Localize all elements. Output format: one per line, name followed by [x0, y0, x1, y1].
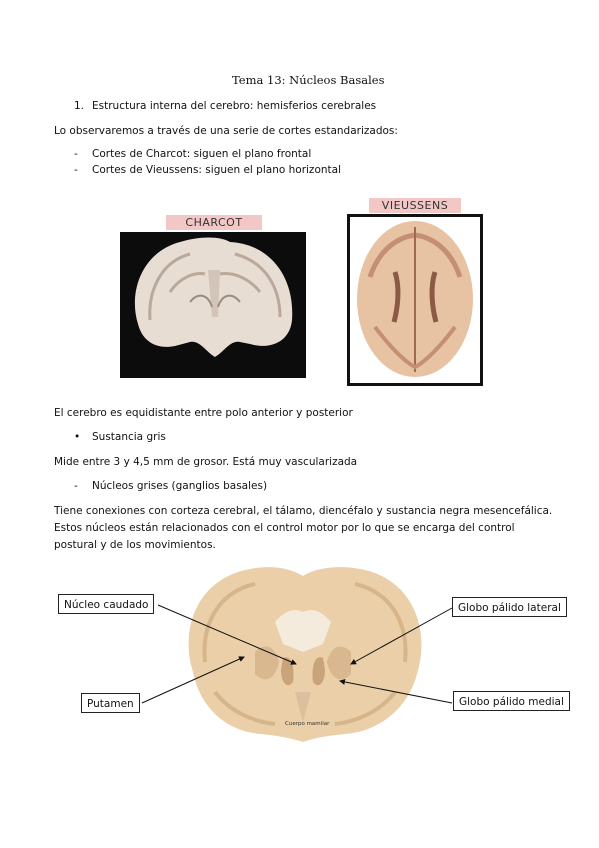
list-item: Sustancia gris [92, 431, 166, 443]
label-putamen: Putamen [81, 693, 140, 713]
basal-ganglia-image [175, 562, 433, 747]
paragraph: Mide entre 3 y 4,5 mm de grosor. Está mu… [54, 456, 358, 468]
label-globo-palido-medial: Globo pálido medial [453, 691, 570, 711]
vieussens-label: VIEUSSENS [369, 198, 461, 213]
label-nucleo-caudado: Núcleo caudado [58, 594, 155, 614]
vieussens-image [347, 214, 483, 386]
list-item: Cortes de Vieussens: siguen el plano hor… [92, 164, 341, 176]
paragraph: El cerebro es equidistante entre polo an… [54, 407, 353, 419]
bullet-marker: - [74, 148, 78, 160]
label-globo-palido-lateral: Globo pálido lateral [452, 597, 567, 617]
arrow-globo-lateral [350, 607, 453, 665]
charcot-image [120, 232, 306, 378]
list-number: 1. [74, 100, 85, 112]
list-item: Núcleos grises (ganglios basales) [92, 480, 268, 492]
list-item: Cortes de Charcot: siguen el plano front… [92, 148, 312, 160]
bullet-marker: - [74, 480, 78, 492]
charcot-label: CHARCOT [166, 215, 262, 230]
arrow-nucleo-caudado [157, 604, 297, 665]
paragraph: Tiene conexiones con corteza cerebral, e… [54, 505, 553, 551]
bullet-marker: • [74, 431, 81, 443]
arrow-putamen [141, 656, 245, 704]
page-title: Tema 13: Núcleos Basales [232, 73, 385, 87]
arrow-globo-medial [339, 679, 453, 704]
bullet-marker: - [74, 164, 78, 176]
paragraph: Lo observaremos a través de una serie de… [54, 125, 398, 137]
cuerpo-mamilar-label: Cuerpo mamilar [285, 721, 330, 727]
list-item: Estructura interna del cerebro: hemisfer… [92, 100, 377, 112]
